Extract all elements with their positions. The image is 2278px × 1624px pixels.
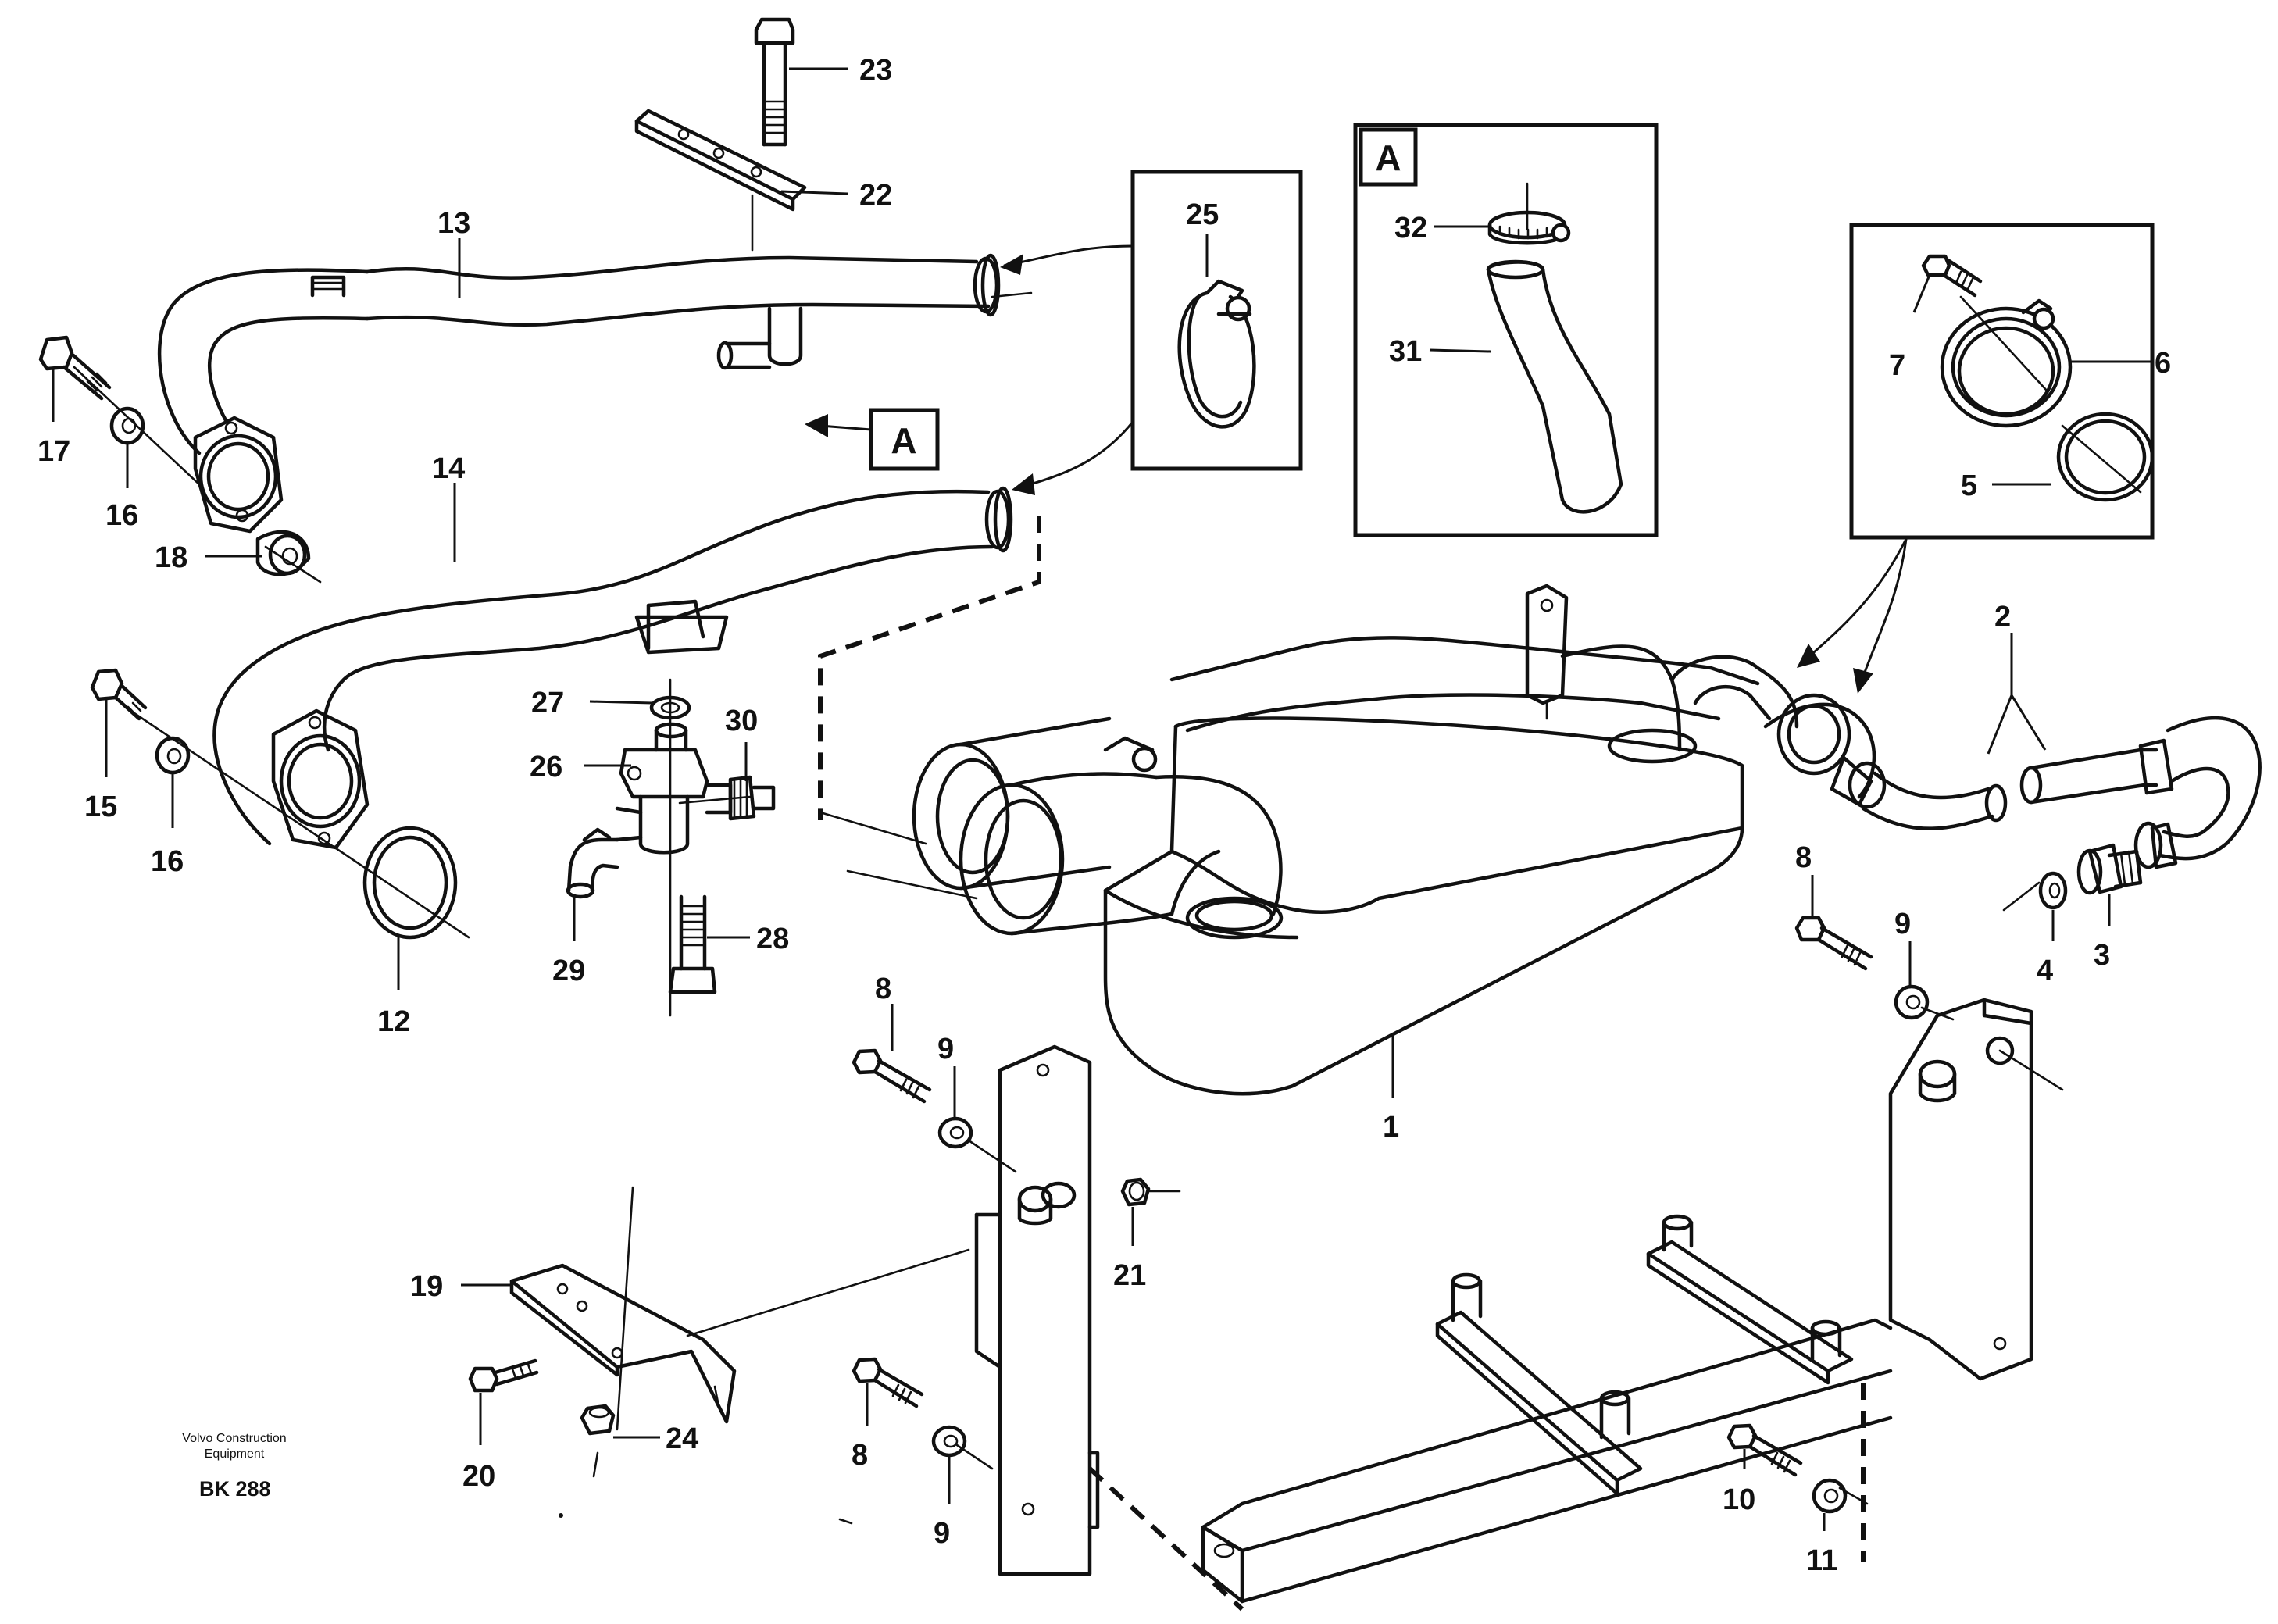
bolt-28 [668,894,717,994]
label-27: 27 [531,687,564,719]
washer-11 [1812,1478,1848,1514]
bolt-15 [90,668,148,721]
label-21: 21 [1113,1259,1146,1292]
seal-ring-12 [362,826,458,940]
label-2: 2 [1994,601,2011,634]
washer-9-lower [931,1425,967,1458]
bolt-23 [754,17,795,147]
bracket-left [974,1044,1100,1576]
label-24: 24 [666,1422,698,1455]
tag-A-callout: A [869,408,940,471]
label-32: 32 [1394,212,1427,244]
nut-21 [1120,1177,1151,1207]
label-20: 20 [462,1460,495,1493]
label-29: 29 [552,955,585,987]
frame-beam [1201,1214,1893,1604]
label-15: 15 [84,791,117,823]
tag-A-label: A [891,420,916,461]
label-28: 28 [756,923,789,955]
publisher-line-1: Volvo Construction [182,1432,286,1445]
bushing-18 [255,530,311,576]
plate-22 [634,109,807,212]
label-23: 23 [859,54,892,87]
label-3: 3 [2094,939,2110,972]
bolt-17 [38,335,112,401]
label-16-top: 16 [105,499,138,532]
cooler-1 [912,584,2008,1096]
label-4: 4 [2037,955,2053,987]
label-9-upper: 9 [937,1033,954,1065]
label-8-right: 8 [1795,841,1812,874]
center-lines [73,182,2142,1525]
publisher-block: Volvo Construction Equipment BK 288 [182,1432,286,1501]
washer-9-upper [937,1116,973,1149]
nut-24 [580,1404,616,1436]
label-14: 14 [432,452,465,485]
valve-body-26 [615,722,709,855]
callout-labels: 23 22 13 25 32 31 7 6 5 17 16 18 14 15 1… [37,54,2171,1577]
washer-4 [2038,871,2068,910]
bolt-10 [1726,1423,1803,1477]
stray-dot [559,1513,563,1518]
label-18: 18 [155,541,187,574]
label-9-right: 9 [1894,908,1911,940]
label-13: 13 [437,207,470,240]
bolt-20 [468,1358,539,1393]
label-1: 1 [1383,1111,1399,1144]
label-7: 7 [1889,349,1905,382]
label-6: 6 [2155,347,2171,380]
pipe-13 [157,253,1001,534]
detail-tag: A [1375,137,1401,178]
label-8-lower: 8 [852,1439,868,1472]
bracket-right [1888,998,2033,1381]
drawing-code: BK 288 [199,1477,271,1501]
bolt-8-upper [852,1048,932,1104]
assembly-dashed-lines [818,516,1866,1612]
label-12: 12 [377,1005,410,1038]
bolt-8-lower [852,1357,924,1408]
label-22: 22 [859,179,892,212]
hose-2 [2019,716,2262,869]
washer-9-right [1894,984,1930,1020]
washer-16-top [109,406,145,445]
publisher-line-2: Equipment [205,1447,265,1461]
label-10: 10 [1723,1483,1755,1516]
flow-arrows [805,244,2047,755]
pipe-14 [212,486,1013,850]
detail-box-A: A [1353,123,1659,537]
bolt-8-right [1794,916,1873,971]
washer-16-bottom [155,736,191,775]
label-17: 17 [37,435,70,468]
label-8-upper: 8 [875,973,891,1005]
label-16-bottom: 16 [151,845,184,878]
label-30: 30 [725,705,758,737]
label-9-lower: 9 [934,1517,950,1550]
label-19: 19 [410,1270,443,1303]
fitting-3 [2076,843,2143,895]
label-25: 25 [1186,198,1219,231]
detail-box-25 [1130,170,1303,471]
label-5: 5 [1961,469,1977,502]
label-26: 26 [530,751,562,783]
label-11: 11 [1806,1544,1837,1577]
label-31: 31 [1389,335,1422,368]
elbow-29 [566,827,619,899]
